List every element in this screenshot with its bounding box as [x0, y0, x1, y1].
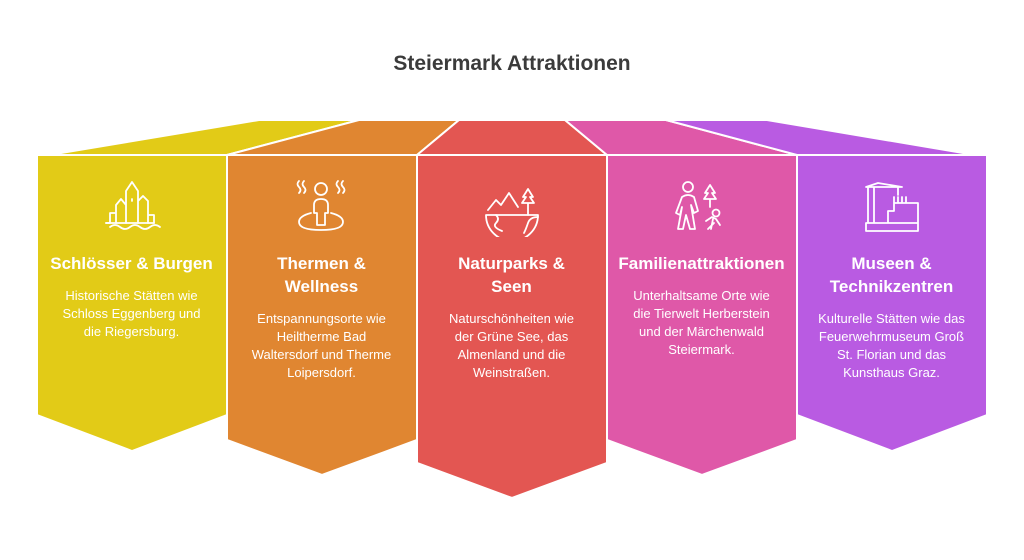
family-hiking-icon	[672, 177, 732, 237]
museum-crane-icon	[862, 177, 922, 237]
column-title: Schlösser & Burgen	[50, 254, 213, 273]
column-familienattraktionen: Familienattraktionen Unterhaltsame Orte …	[607, 252, 796, 359]
column-schloesser-burgen: Schlösser & Burgen Historische Stätten w…	[37, 252, 226, 341]
column-shape-3	[416, 154, 608, 500]
column-shape-5	[796, 154, 988, 453]
column-description: Kulturelle Stätten wie das Feuerwehrmuse…	[818, 311, 965, 380]
column-title: Familienattraktionen	[618, 254, 785, 273]
column-title: Museen & Technikzentren	[829, 254, 954, 296]
column-description: Unterhaltsame Orte wie die Tierwelt Herb…	[633, 288, 770, 357]
column-title: Naturparks & Seen	[458, 254, 565, 296]
column-description: Entspannungsorte wie Heiltherme Bad Walt…	[251, 311, 392, 380]
column-description: Historische Stätten wie Schloss Eggenber…	[62, 288, 201, 339]
nature-landscape-icon	[482, 177, 542, 242]
column-title: Thermen & Wellness	[277, 254, 366, 296]
column-shape-2	[226, 154, 418, 477]
column-naturparks-seen: Naturparks & Seen Naturschönheiten wie d…	[417, 252, 606, 382]
column-museen-technikzentren: Museen & Technikzentren Kulturelle Stätt…	[797, 252, 986, 382]
column-shape-4	[606, 154, 798, 477]
castle-icon	[102, 177, 162, 237]
spa-person-icon	[291, 177, 351, 237]
column-shape-1	[36, 154, 228, 453]
column-thermen-wellness: Thermen & Wellness Entspannungsorte wie …	[227, 252, 416, 382]
diagram-title: Steiermark Attraktionen	[393, 52, 631, 75]
column-description: Naturschönheiten wie der Grüne See, das …	[448, 311, 575, 380]
